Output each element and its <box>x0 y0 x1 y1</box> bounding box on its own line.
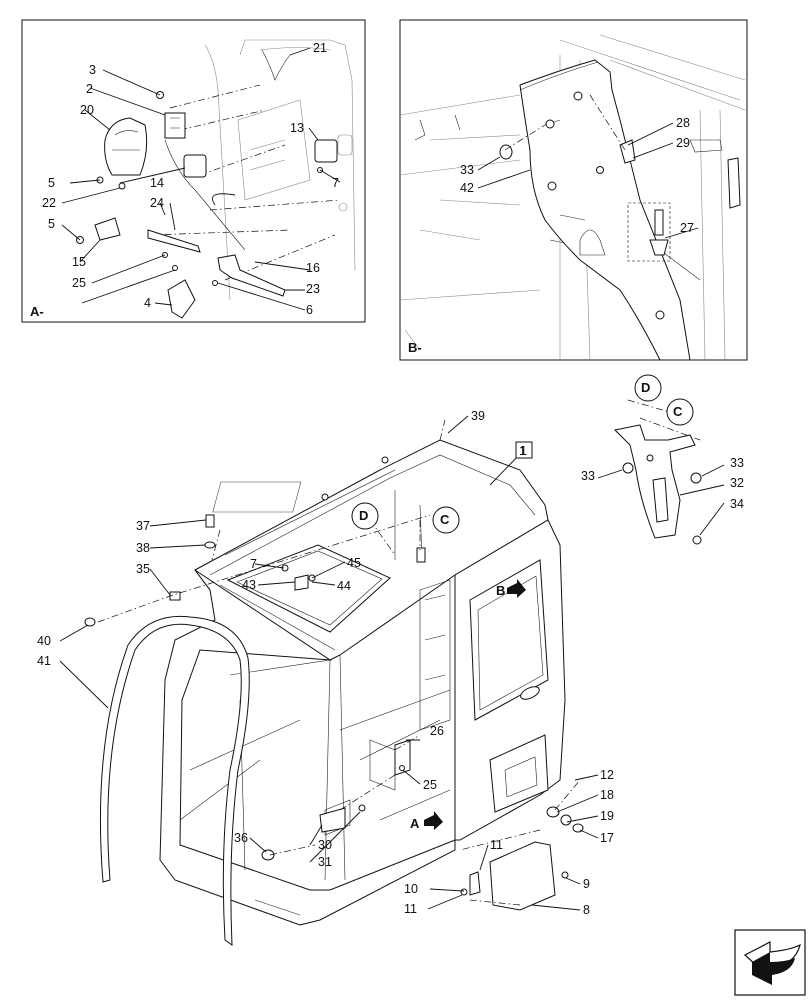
next-page-arrow-icon[interactable] <box>734 929 806 996</box>
callout-small-4: 32 <box>730 476 744 490</box>
callout-main-27: 11 <box>404 902 417 916</box>
callout-main-17: 18 <box>600 788 614 802</box>
callout-a-10: 5 <box>48 217 55 231</box>
callout-b-4: 27 <box>680 221 694 235</box>
callout-main-18: 19 <box>600 809 614 823</box>
callout-main-7: 45 <box>347 556 361 570</box>
callout-small-0: D <box>641 380 650 395</box>
callout-main-12: 40 <box>37 634 51 648</box>
callout-a-9: 24 <box>150 196 164 210</box>
callout-a-14: 23 <box>306 282 320 296</box>
callout-a-7: 22 <box>42 196 56 210</box>
callout-a-3: 20 <box>80 103 94 117</box>
pillar-detail <box>597 399 725 545</box>
callout-a-1: 3 <box>89 63 96 77</box>
callout-a-0: 21 <box>313 41 327 55</box>
callout-main-10: 44 <box>337 579 351 593</box>
detail-view-b <box>399 19 748 361</box>
callout-main-11: B <box>496 583 505 598</box>
callout-main-1: 1 <box>519 444 526 458</box>
callout-main-22: 31 <box>318 855 332 869</box>
callout-a-12: 16 <box>306 261 320 275</box>
callout-main-0: 39 <box>471 409 485 423</box>
callout-a-2: 2 <box>86 82 93 96</box>
callout-small-1: C <box>673 404 683 419</box>
callout-main-5: C <box>440 512 450 527</box>
callout-main-3: 38 <box>136 541 150 555</box>
callout-main-24: 11 <box>490 838 503 852</box>
callout-main-25: 10 <box>404 882 418 896</box>
callout-main-13: 41 <box>37 654 51 668</box>
callout-main-15: 25 <box>423 778 437 792</box>
callout-b-2: 33 <box>460 163 474 177</box>
view-marker-d-circle <box>351 502 379 530</box>
callout-a-6: 7 <box>332 176 339 190</box>
callout-main-23: 36 <box>234 831 248 845</box>
callout-small-5: 34 <box>730 497 744 511</box>
callout-small-2: 33 <box>581 469 595 483</box>
callout-main-16: 12 <box>600 768 614 782</box>
callout-a-15: 4 <box>144 296 151 310</box>
callout-main-8: 35 <box>136 562 150 576</box>
detail-view-a <box>21 19 366 323</box>
assembly-box-1 <box>515 441 533 459</box>
callout-b-0: 28 <box>676 116 690 130</box>
small-marker-d-circle <box>634 374 662 402</box>
view-letter-b: B- <box>408 340 422 355</box>
callout-main-2: 37 <box>136 519 150 533</box>
callout-main-26: 9 <box>583 877 590 891</box>
callout-a-13: 25 <box>72 276 86 290</box>
callout-main-6: 7 <box>250 557 257 571</box>
assembly-box-1-label: 1 <box>520 444 527 458</box>
callout-a-11: 15 <box>72 255 86 269</box>
cab-assembly <box>59 415 599 947</box>
callout-small-3: 33 <box>730 456 744 470</box>
callout-main-14: 26 <box>430 724 444 738</box>
callout-main-20: A <box>410 816 420 831</box>
callout-main-9: 43 <box>242 578 256 592</box>
callout-main-4: D <box>359 508 368 523</box>
callout-b-3: 42 <box>460 181 474 195</box>
callout-a-8: 14 <box>150 176 164 190</box>
callout-a-5: 5 <box>48 176 55 190</box>
callout-main-28: 8 <box>583 903 590 917</box>
callout-a-16: 6 <box>306 303 313 317</box>
callout-b-1: 29 <box>676 136 690 150</box>
callout-a-4: 13 <box>290 121 304 135</box>
view-letter-a: A- <box>30 304 44 319</box>
small-marker-c-circle <box>666 398 694 426</box>
callout-main-19: 17 <box>600 831 614 845</box>
view-marker-c-circle <box>432 506 460 534</box>
callout-main-21: 30 <box>318 838 332 852</box>
